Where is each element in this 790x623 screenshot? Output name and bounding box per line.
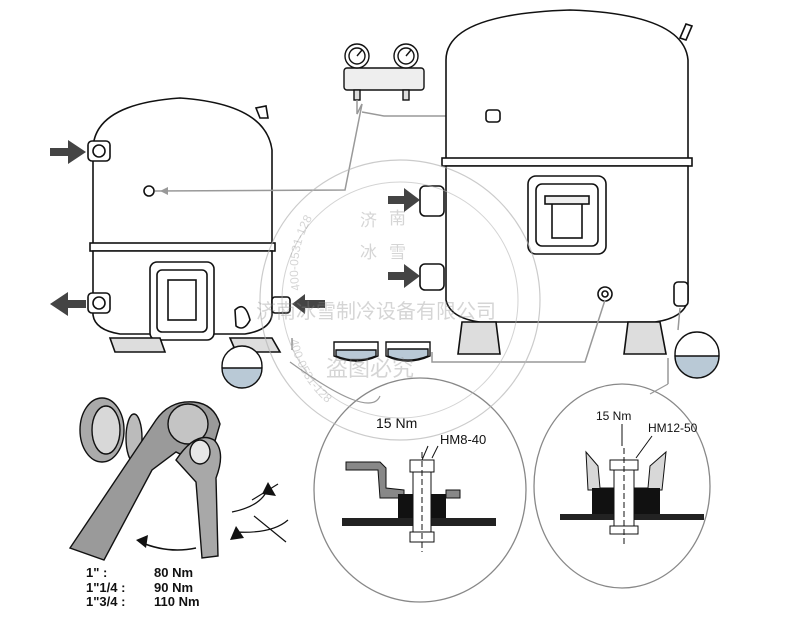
detail-left: 15 Nm HM8-40 [313,377,527,603]
discharge-arrow-right [388,264,420,288]
detail-right-part: HM12-50 [648,421,698,435]
torque-value: 90 Nm [154,579,194,595]
torque-size: 1" : [86,565,108,580]
torque-value: 110 Nm [154,594,200,609]
torque-row: 1" : 80 Nm [86,565,200,581]
small-arrow-left-side [292,294,325,314]
torque-table: 1" : 80 Nm 1"1/4 : 90 Nm 1"3/4 : 110 Nm [86,565,200,610]
counter-arrowhead-top [262,482,276,496]
watermark-char-2: 南 [389,209,406,229]
detail-right-torque: 15 Nm [596,409,631,423]
torque-size: 1"1/4 : [86,579,126,595]
rotation-arrow [139,541,197,551]
wrench-illustration [68,397,222,561]
torque-row: 1"1/4 : 90 Nm [86,579,200,596]
counter-arrowhead-bottom [230,526,244,540]
watermark-ring-top: 400-0531-128 [287,212,315,292]
gauge-manifold [343,43,425,101]
oil-level-glasses [221,331,720,389]
torque-value: 80 Nm [154,565,194,580]
watermark-bottom: 盗图必究 [326,357,414,382]
detail-left-torque: 15 Nm [376,415,417,431]
rotation-arrowhead [136,535,148,548]
suction-arrow-left [50,140,86,164]
torque-size: 1"3/4 : [86,594,126,609]
left-compressor [87,97,291,353]
detail-connector-lines [289,361,669,404]
watermark-char-3: 冰 [360,243,377,263]
detail-right: 15 Nm HM12-50 [533,383,711,589]
right-compressor [419,9,694,355]
gauge-line-arrow-left [160,187,168,195]
suction-arrow-right [388,188,420,212]
detail-left-part: HM8-40 [440,432,486,447]
torque-row: 1"3/4 : 110 Nm [86,594,200,610]
watermark-char-4: 雪 [389,243,406,263]
discharge-arrow-left [50,292,86,316]
watermark-company: 济南冰雪制冷设备有限公司 [256,299,496,323]
watermark-char-1: 济 [360,211,377,231]
